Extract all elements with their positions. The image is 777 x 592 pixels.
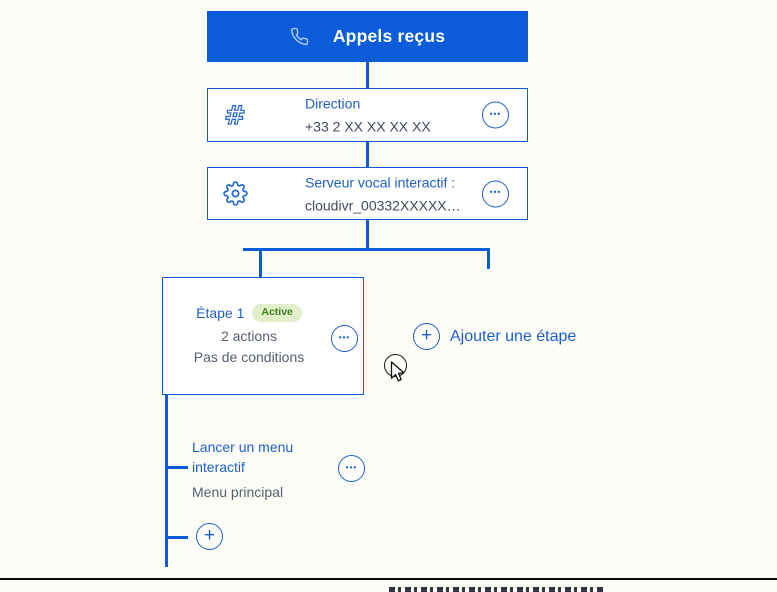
menu-action-subtitle: Menu principal xyxy=(192,484,284,500)
add-step-button[interactable]: + Ajouter une étape xyxy=(413,323,576,350)
ellipsis-icon: ••• xyxy=(489,109,502,118)
step1-active-badge: Active xyxy=(252,304,302,322)
branch-drop-right xyxy=(487,248,490,269)
step1-title: Étape 1 xyxy=(196,304,245,321)
ellipsis-icon: ••• xyxy=(345,462,358,472)
ivr-title: Serveur vocal interactif : xyxy=(305,174,456,190)
direction-menu-button[interactable]: ••• xyxy=(482,101,509,129)
add-step-label: Ajouter une étape xyxy=(450,327,577,345)
ivr-node[interactable]: Serveur vocal interactif : cloudivr_0033… xyxy=(207,167,528,220)
phone-icon xyxy=(290,27,309,46)
clipped-caption xyxy=(389,587,604,592)
ellipsis-icon: ••• xyxy=(338,332,351,342)
step-trunk xyxy=(165,395,168,567)
direction-title: Direction xyxy=(305,95,361,112)
ivr-name: cloudivr_00332XXXXX… xyxy=(305,197,461,213)
step1-actions-summary: 2 actions xyxy=(220,327,278,344)
connector-ivr-branch xyxy=(366,220,369,248)
direction-node[interactable]: # Direction +33 2 XX XX XX XX ••• xyxy=(207,88,528,142)
ivr-menu-button[interactable]: ••• xyxy=(482,180,509,207)
bottom-rule xyxy=(0,578,777,580)
add-action-button[interactable]: + xyxy=(196,523,223,550)
connector-entry-direction xyxy=(366,62,369,88)
direction-number: +33 2 XX XX XX XX xyxy=(305,118,431,135)
connector-add-action xyxy=(165,536,188,539)
menu-action-menu-button[interactable]: ••• xyxy=(338,455,365,482)
entry-node[interactable]: Appels reçus xyxy=(207,11,528,62)
entry-node-title: Appels reçus xyxy=(332,26,446,46)
ellipsis-icon: ••• xyxy=(489,187,502,197)
svg-text:#: # xyxy=(224,101,246,130)
step1-menu-button[interactable]: ••• xyxy=(331,325,358,352)
gear-icon xyxy=(221,180,249,208)
menu-action-node[interactable]: Lancer un menu interactif Menu principal xyxy=(192,438,342,500)
menu-action-title: Lancer un menu interactif xyxy=(192,439,294,475)
click-indicator-ring xyxy=(384,354,407,377)
cursor-icon xyxy=(390,361,407,389)
plus-icon: + xyxy=(413,323,440,350)
branch-horizontal xyxy=(243,248,490,251)
connector-direction-ivr xyxy=(366,142,369,167)
plus-icon: + xyxy=(203,525,216,546)
step1-node[interactable]: Étape 1 Active 2 actions Pas de conditio… xyxy=(162,277,364,395)
connector-menu-action xyxy=(165,466,188,469)
step1-conditions-summary: Pas de conditions xyxy=(193,348,305,365)
branch-drop-left xyxy=(259,248,262,277)
hash-icon: # xyxy=(221,100,249,130)
